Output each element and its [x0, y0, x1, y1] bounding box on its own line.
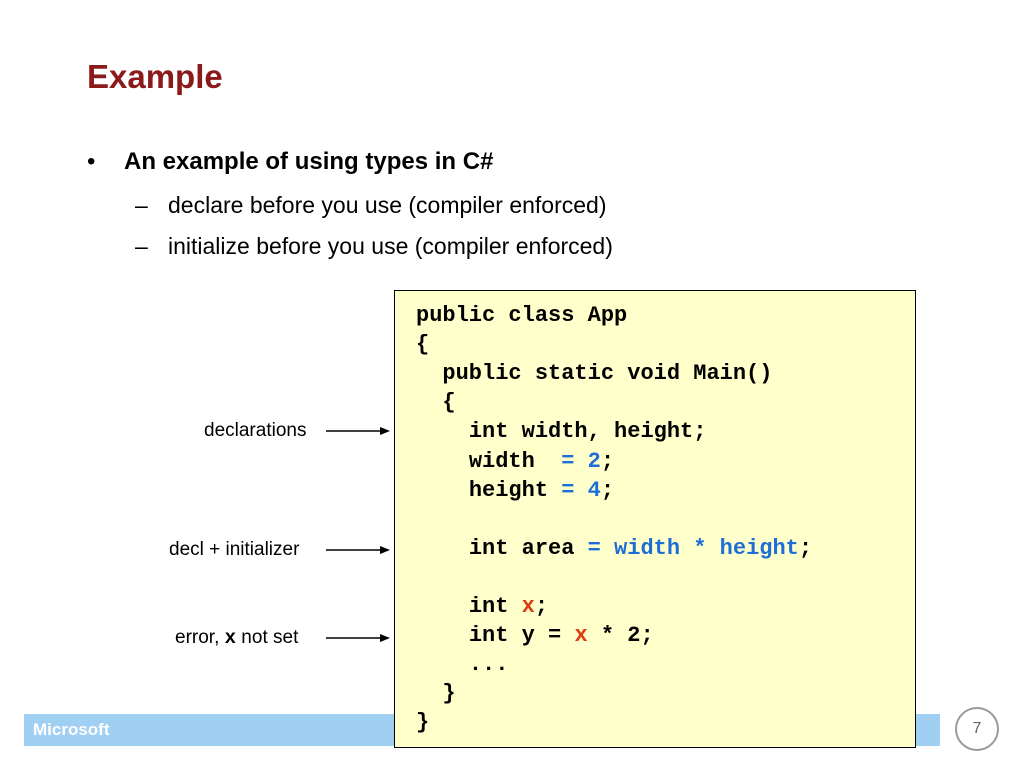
code-token: ; — [534, 594, 549, 619]
code-token: = 4 — [561, 477, 601, 503]
footer-label: Microsoft — [33, 720, 110, 739]
annotation-declarations: declarations — [204, 420, 307, 441]
code-token: public class App — [416, 303, 628, 328]
code-token: x — [574, 623, 588, 649]
slide-title: Example — [87, 58, 223, 95]
code-token: { — [442, 390, 456, 416]
code-token: int area — [468, 535, 588, 561]
sub-bullet-text: initialize before you use (compiler enfo… — [168, 233, 613, 259]
code-line: public static void Main() — [416, 363, 772, 385]
annotation-error-prefix: error, — [175, 627, 225, 648]
sub-bullet-marker: – — [135, 192, 148, 218]
annotation-decl-initializer: decl + initializer — [169, 539, 300, 560]
annotation-error: error, x not set — [175, 627, 298, 649]
code-line: public class App — [416, 305, 627, 327]
code-token: int y = — [468, 623, 575, 649]
code-line: int x; — [416, 596, 548, 618]
code-token: * 2; — [587, 623, 654, 649]
code-token: ... — [468, 652, 509, 678]
code-line: int y = x * 2; — [416, 625, 654, 647]
code-token: x — [521, 594, 535, 619]
sub-bullet-text: declare before you use (compiler enforce… — [168, 192, 607, 218]
code-token: ; — [600, 477, 615, 503]
code-line: ... — [416, 652, 509, 678]
bullet-marker: • — [87, 148, 96, 175]
code-token: = 2 — [561, 448, 601, 474]
code-token: } — [416, 710, 430, 736]
code-line: height = 4; — [416, 477, 615, 503]
annotation-error-suffix: not set — [236, 627, 299, 648]
code-token: ; — [798, 535, 813, 561]
bullet-text: An example of using types in C# — [124, 148, 494, 175]
code-token: { — [416, 332, 430, 358]
code-line: } — [416, 712, 429, 734]
code-line: { — [416, 334, 429, 356]
code-line: width = 2; — [416, 448, 615, 474]
code-token: height — [468, 477, 562, 503]
sub-bullet-marker: – — [135, 233, 148, 259]
code-token: int width, height; — [468, 419, 707, 445]
code-token: width — [468, 448, 562, 474]
code-token: public static void Main() — [442, 361, 773, 387]
arrow-icon — [326, 634, 390, 642]
code-token: } — [442, 681, 456, 707]
arrow-icon — [326, 427, 390, 435]
code-block: public class App { public static void Mai… — [394, 290, 916, 748]
code-token: int — [468, 594, 522, 619]
code-line: int area = width * height; — [416, 535, 813, 561]
code-token: = width * height — [587, 535, 799, 561]
annotation-error-var: x — [224, 627, 237, 649]
code-line: int width, height; — [416, 419, 707, 445]
page-number: 7 — [955, 707, 999, 751]
arrow-icon — [326, 546, 390, 554]
code-line: { — [416, 390, 456, 416]
code-line: } — [416, 681, 456, 707]
code-token: ; — [600, 448, 615, 474]
